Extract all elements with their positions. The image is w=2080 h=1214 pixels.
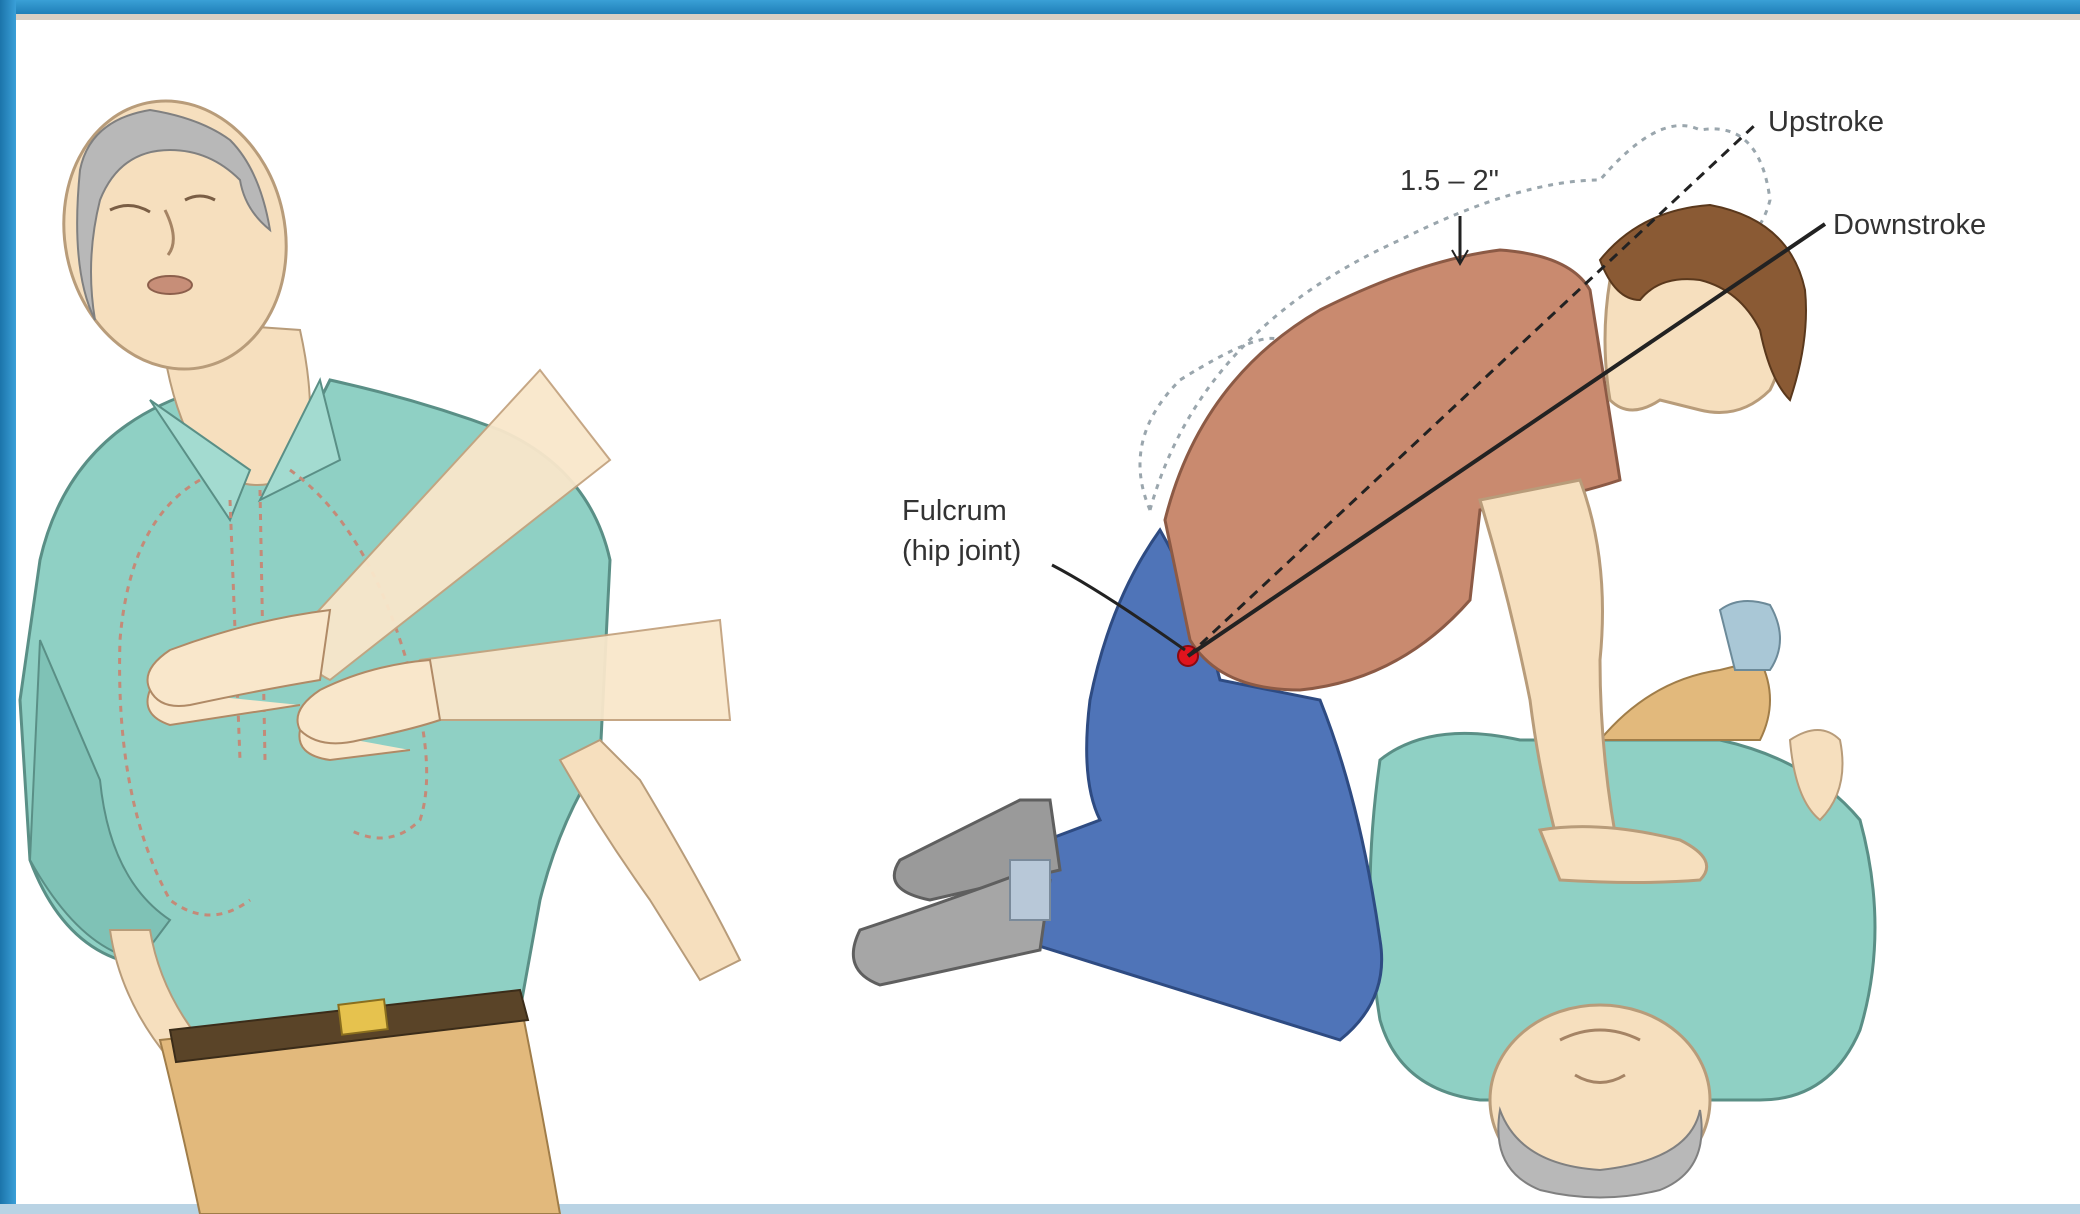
- label-depth: 1.5 – 2": [1400, 165, 1499, 197]
- label-fulcrum-sub: (hip joint): [902, 535, 1021, 567]
- lying-patient-shoe: [1720, 601, 1780, 670]
- rescuer-sock: [1010, 860, 1050, 920]
- label-fulcrum: Fulcrum: [902, 495, 1007, 527]
- patient-mouth: [148, 276, 192, 294]
- lying-patient-legs: [1600, 660, 1770, 740]
- label-upstroke: Upstroke: [1768, 106, 1884, 138]
- left-panel-landmark-figure: [20, 80, 740, 1214]
- belt-buckle: [338, 999, 387, 1034]
- label-downstroke: Downstroke: [1833, 209, 1986, 241]
- right-panel-compression-figure: [853, 125, 1875, 1198]
- patient-right-arm: [560, 740, 740, 980]
